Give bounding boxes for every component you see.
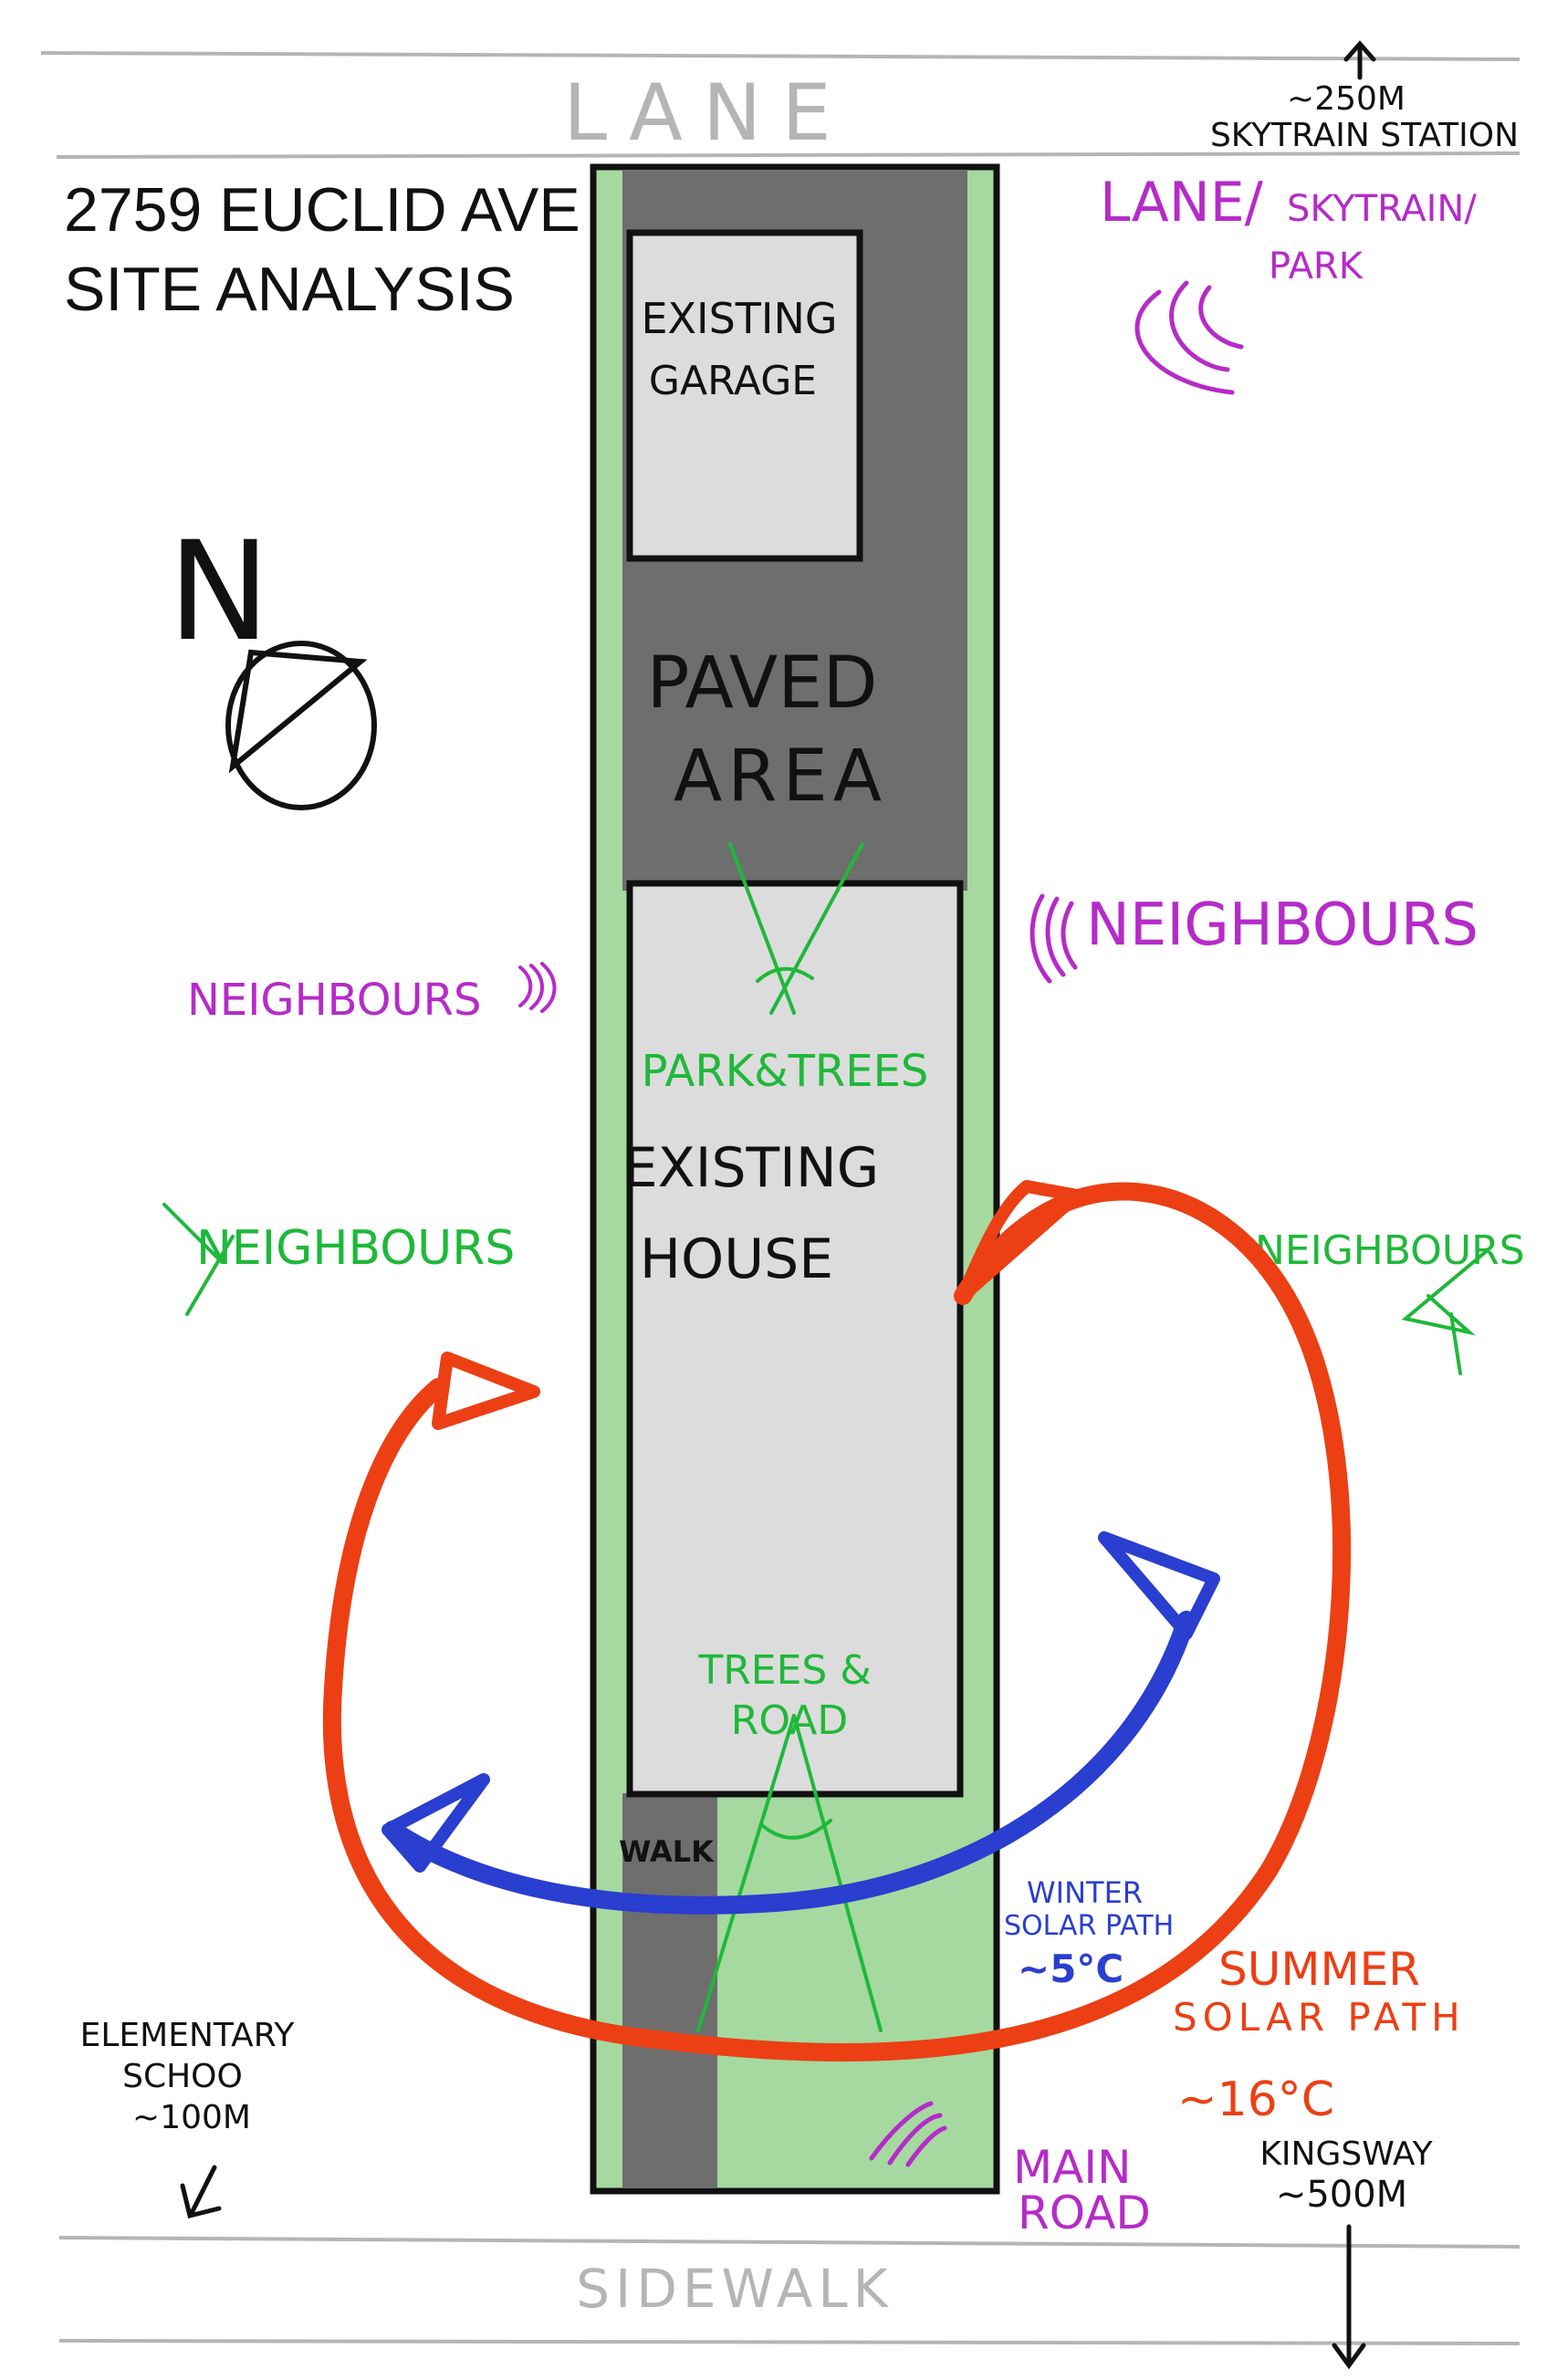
winter-temperature: ~5°C [1018,1947,1123,1991]
summer-arrowhead-end-icon [432,1352,540,1430]
sidewalk-label: SIDEWALK [576,2258,893,2320]
north-view-arc [756,966,814,983]
school-label-2: SCHOO [122,2058,243,2095]
winter-path-arc [383,1611,1196,1915]
right-neighbours-noise-label: NEIGHBOURS [1086,892,1479,959]
main-road-label-2: ROAD [1018,2187,1151,2239]
skytrain-distance: ~250M [1287,80,1405,118]
south-view-arc [760,1819,832,1840]
noise-waves-icon [869,2101,947,2167]
summer-label-1: SUMMER [1218,1943,1420,1996]
lot [590,163,1000,2195]
kingsway-arrow-icon [1332,2224,1366,2370]
paved-area-label-2: AREA [674,736,887,818]
noise-waves-icon [1029,893,1078,984]
left-view-icon [162,1203,235,1316]
lane-noise-label-1: LANE/ [1100,171,1264,235]
summer-path-arc [322,1182,1352,2062]
winter-label-2: SOLAR PATH [1004,1910,1174,1942]
north-compass-circle [225,641,377,810]
south-view-cone [696,1714,883,2032]
right-view-icon [1401,1248,1489,1375]
lane-line-bottom [56,151,1520,159]
skytrain-arrow-icon [1343,40,1376,80]
school-note: ELEMENTARY SCHOO ~100M [80,2017,296,2219]
walk-label: WALK [619,1834,715,1869]
lane-label: LANE [563,68,851,159]
title-line-2: SITE ANALYSIS [64,255,515,324]
street-lines [40,51,1520,2345]
south-view-label-1: TREES & [697,1647,871,1694]
winter-arrowhead-start-icon [1098,1531,1220,1640]
kingsway-label: KINGSWAY [1259,2135,1433,2173]
winter-solar-path [381,1531,1220,1915]
left-neighbours-noise-label: NEIGHBOURS [187,975,482,1026]
lane-noise-label-2: SKYTRAIN/ [1287,188,1477,230]
lane-noise-note: LANE/ SKYTRAIN/ PARK [1100,171,1477,395]
house-label-2: HOUSE [640,1227,833,1291]
lane-noise-label-3: PARK [1269,245,1364,287]
noise-waves-icon [518,962,557,1013]
summer-arrowhead-start-icon [956,1180,1083,1302]
winter-arrowhead-end-icon [381,1773,490,1873]
north-label: N [168,513,270,672]
winter-label-1: WINTER [1027,1875,1143,1910]
kingsway-note: KINGSWAY ~500M [1259,2135,1434,2370]
house-label-1: EXISTING [623,1136,880,1200]
skytrain-station-label: SKYTRAIN STATION [1210,117,1519,154]
main-road-label-1: MAIN [1013,2141,1132,2194]
school-arrow-icon [180,2165,222,2219]
summer-label-2: SOLAR PATH [1173,1995,1466,2040]
existing-garage [626,229,863,562]
summer-temperature: ~16°C [1177,2072,1334,2127]
existing-house [626,880,964,1798]
right-neighbours-view-label: NEIGHBOURS [1255,1227,1525,1274]
garage-label-1: EXISTING [641,294,837,343]
north-view-cone [728,842,864,1015]
summer-solar-path [322,1180,1352,2062]
north-arrow: N [168,513,377,810]
skytrain-note: ~250M SKYTRAIN STATION [1210,40,1519,154]
sidewalk-line-top [58,2236,1520,2249]
left-neighbours-noise: NEIGHBOURS [187,962,557,1026]
paved-area-label-1: PAVED [646,642,877,725]
school-label-1: ELEMENTARY [80,2017,296,2054]
kingsway-distance: ~500M [1276,2174,1407,2216]
walkway [622,1793,717,2188]
north-view-label: PARK&TREES [642,1046,929,1097]
sidewalk-line-bottom [58,2339,1520,2345]
noise-waves-icon [1134,280,1244,395]
main-road-noise: MAIN ROAD [869,2101,1151,2239]
title-line-1: 2759 EUCLID AVE [64,175,580,245]
north-compass-needle [228,649,368,774]
south-view-label-2: ROAD [731,1697,848,1744]
views [162,842,1489,2032]
school-distance: ~100M [132,2099,251,2136]
left-neighbours-view-label: NEIGHBOURS [196,1221,515,1276]
lane-line-top [40,51,1520,61]
right-neighbours-noise: NEIGHBOURS [1029,892,1479,984]
garage-label-2: GARAGE [649,358,817,404]
